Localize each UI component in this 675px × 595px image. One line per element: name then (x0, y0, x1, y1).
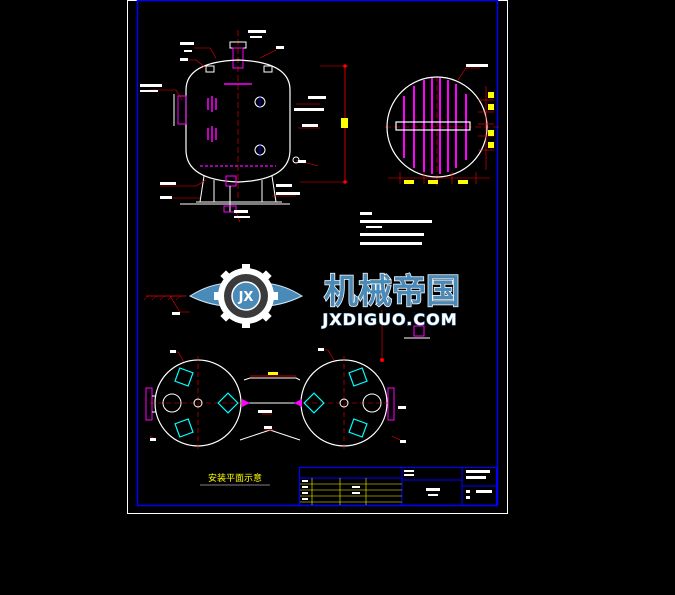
distributor-header (395, 121, 471, 131)
watermark-chinese-text: 机械帝国 (324, 272, 460, 312)
vessel-elevation-view (140, 30, 348, 223)
plan-nozzle-left (145, 387, 153, 421)
vessel-shell (185, 59, 291, 183)
internal-distributor (207, 83, 252, 142)
technical-notes (360, 212, 432, 245)
installation-plan-view (145, 348, 406, 450)
plan-nozzle-right (387, 387, 395, 421)
leader-lines (150, 47, 320, 223)
watermark: JX 机械帝国 JXDIGUO.COM (188, 264, 461, 330)
watermark-url-text: JXDIGUO.COM (321, 310, 457, 329)
watermark-gear-logo: JX (214, 264, 278, 328)
callout-text-marks (140, 30, 326, 218)
distributor-laterals (403, 78, 467, 174)
inlet-nozzle (177, 95, 187, 125)
plan-title: 安装平面示意 (208, 472, 262, 484)
plan-interconnect (239, 377, 301, 441)
watermark-logo-letters: JX (238, 290, 254, 305)
distributor-section-view (385, 64, 502, 186)
plan-manholes-right (303, 367, 368, 438)
support-legs (196, 175, 282, 203)
section-dimensions (388, 67, 494, 184)
title-block (298, 466, 498, 507)
vessel-cross-section (386, 76, 488, 178)
ground-reference (143, 295, 430, 362)
plan-manholes-left (174, 367, 239, 438)
